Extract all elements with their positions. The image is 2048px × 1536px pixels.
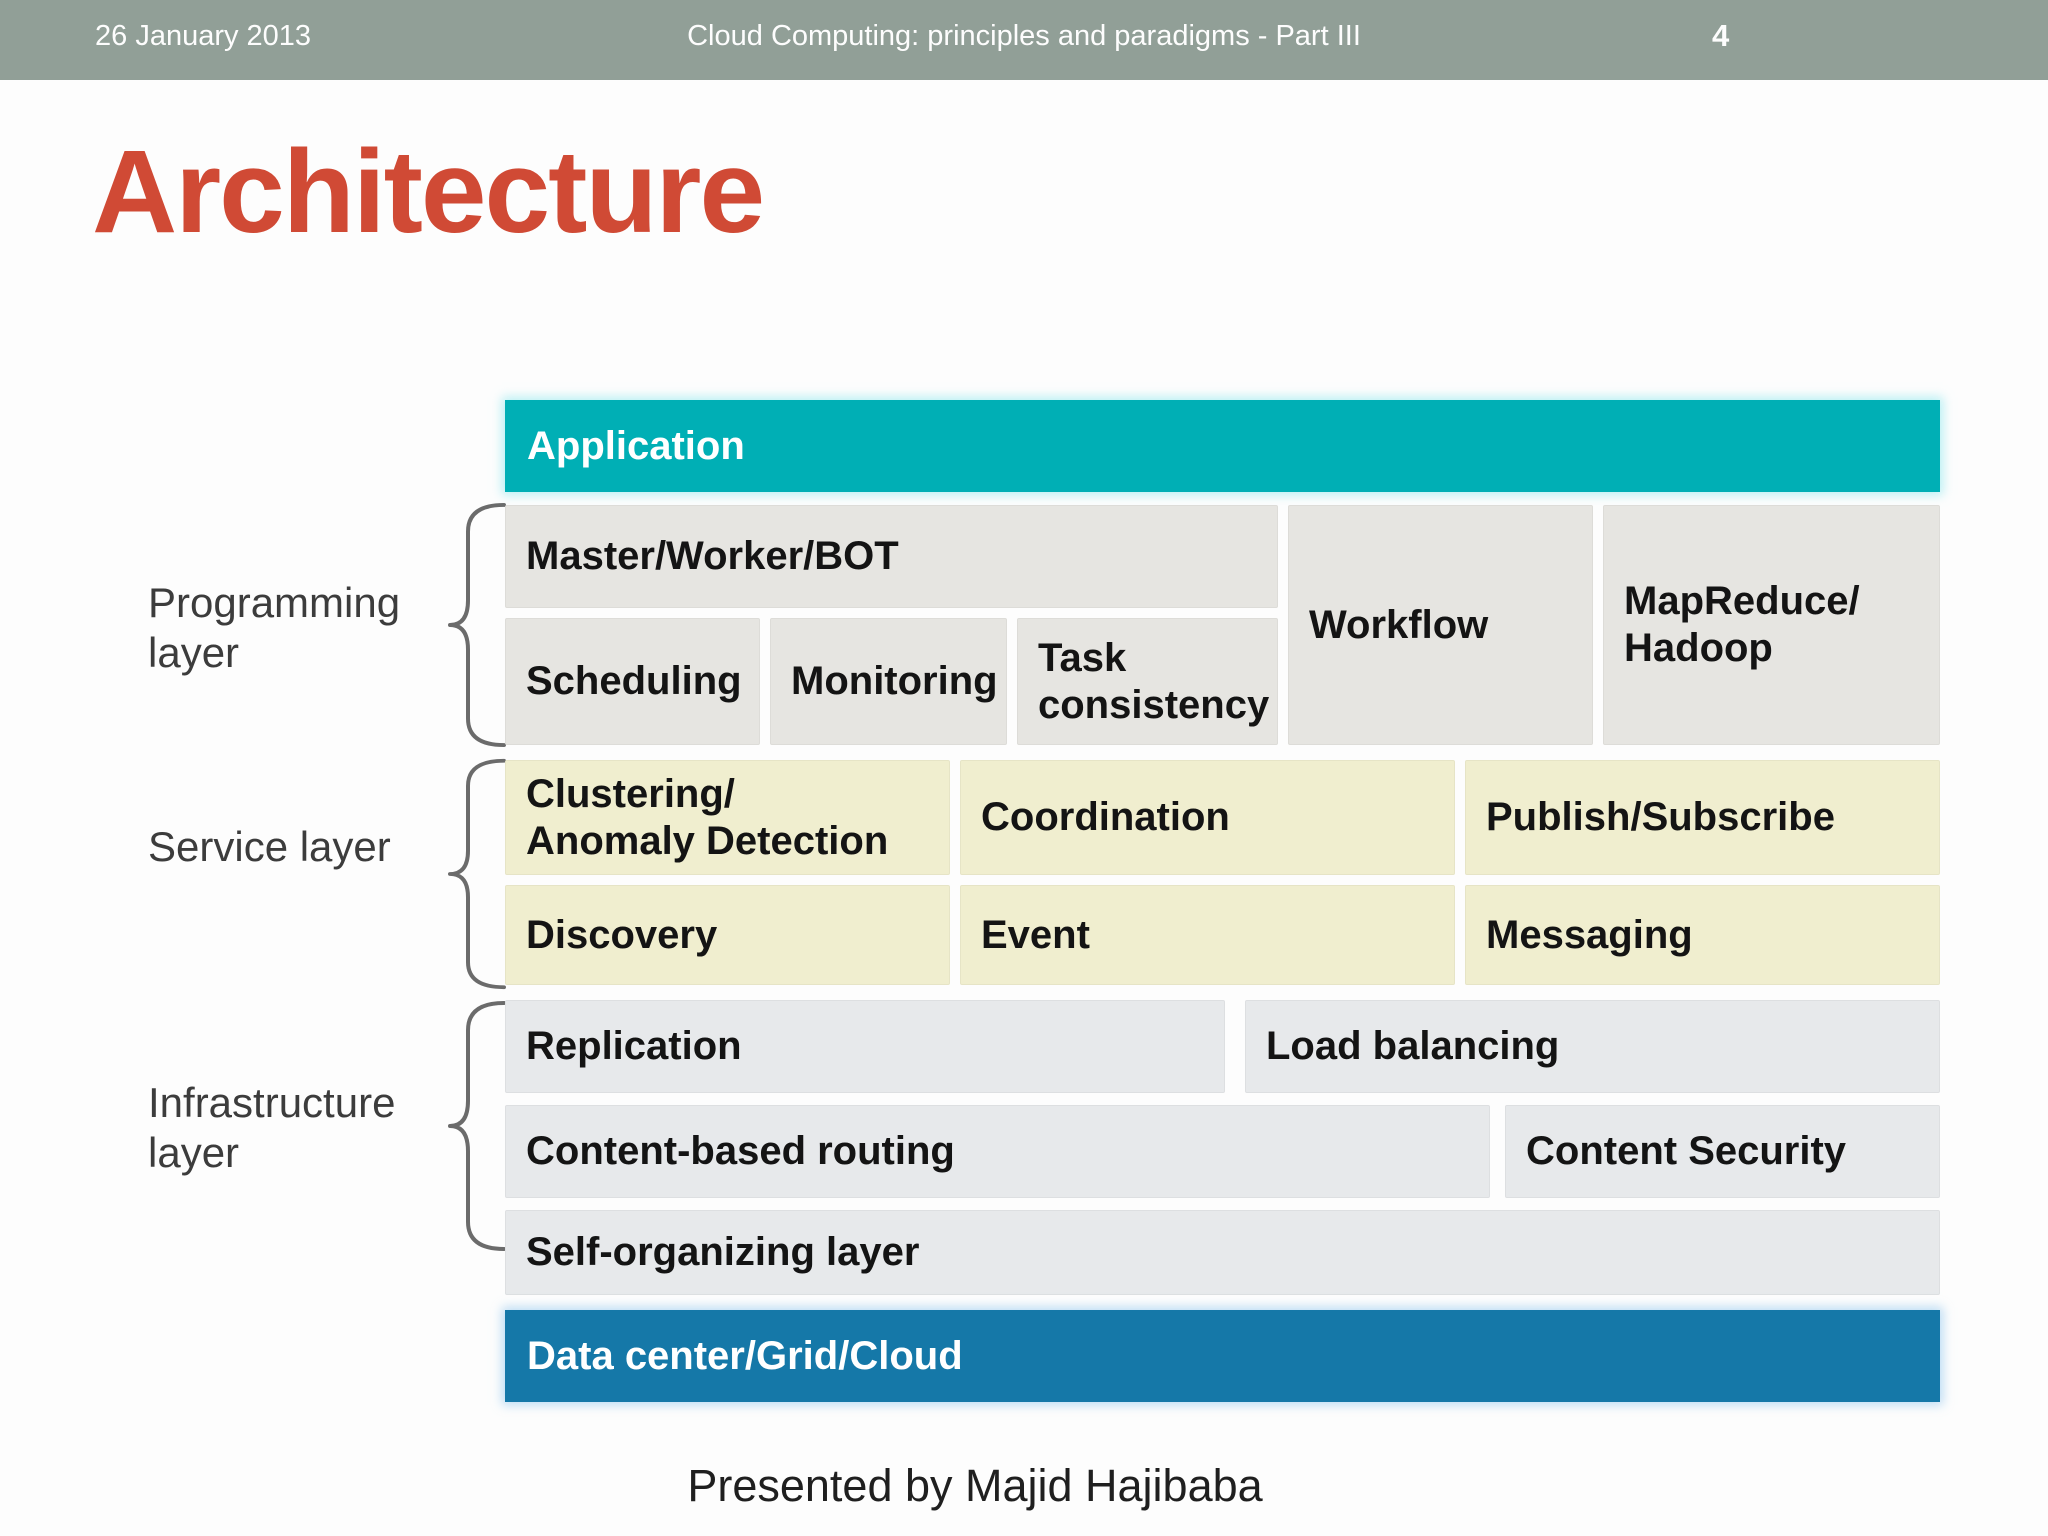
block-scheduling: Scheduling [505,618,760,745]
block-content-security: Content Security [1505,1105,1940,1198]
infrastructure-layer-label-line1: Infrastructure [148,1079,396,1126]
infrastructure-layer-brace-icon [446,1000,506,1252]
block-task-consistency: Task consistency [1017,618,1278,745]
header-date: 26 January 2013 [95,20,312,52]
programming-layer-brace-icon [446,502,506,748]
block-monitoring: Monitoring [770,618,1007,745]
block-content-based-routing: Content-based routing [505,1105,1490,1198]
block-event: Event [960,885,1455,985]
header-title: Cloud Computing: principles and paradigm… [687,20,1361,52]
block-publish-subscribe: Publish/Subscribe [1465,760,1940,875]
block-task-consistency-line1: Task [1038,635,1127,680]
block-discovery: Discovery [505,885,950,985]
block-self-organizing-layer: Self-organizing layer [505,1210,1940,1295]
infrastructure-layer-label: Infrastructure layer [148,1078,468,1178]
datacenter-bar: Data center/Grid/Cloud [505,1310,1940,1402]
block-clustering-line2: Anomaly Detection [526,818,889,863]
block-monitoring-label: Monitoring [791,659,998,703]
block-clustering-anomaly-detection: Clustering/ Anomaly Detection [505,760,950,875]
header-page-number: 4 [1712,18,1730,53]
block-task-consistency-line2: consistency [1038,682,1270,727]
block-coordination: Coordination [960,760,1455,875]
service-layer-label: Service layer [148,822,468,872]
block-master-worker-bot: Master/Worker/BOT [505,505,1278,608]
block-replication-label: Replication [526,1024,742,1068]
block-load-balancing-label: Load balancing [1266,1024,1560,1068]
service-layer-label-line1: Service layer [148,823,391,870]
block-coordination-label: Coordination [981,795,1230,839]
block-self-organizing-layer-label: Self-organizing layer [526,1230,920,1274]
block-workflow: Workflow [1288,505,1593,745]
programming-layer-label-line2: layer [148,629,240,676]
programming-layer-label: Programming layer [148,578,468,678]
block-messaging: Messaging [1465,885,1940,985]
block-load-balancing: Load balancing [1245,1000,1940,1093]
block-clustering-line1: Clustering/ [526,771,735,816]
block-mapreduce-hadoop-line2: Hadoop [1624,626,1773,670]
block-discovery-label: Discovery [526,912,718,957]
block-scheduling-label: Scheduling [526,659,742,703]
block-master-worker-bot-label: Master/Worker/BOT [526,534,899,578]
block-content-security-label: Content Security [1526,1129,1847,1173]
block-mapreduce-hadoop: MapReduce/ Hadoop [1603,505,1940,745]
architecture-diagram: Application Master/Worker/BOT Scheduling… [505,400,1940,1402]
presenter-credit: Presented by Majid Hajibaba [687,1460,1263,1511]
block-workflow-label: Workflow [1309,602,1489,647]
block-content-based-routing-label: Content-based routing [526,1129,955,1173]
slide-header-bar: 26 January 2013 Cloud Computing: princip… [0,0,2048,80]
block-messaging-label: Messaging [1486,912,1693,957]
block-mapreduce-hadoop-line1: MapReduce/ [1624,579,1860,623]
service-layer-brace-icon [446,758,506,990]
application-bar: Application [505,400,1940,492]
block-event-label: Event [981,912,1090,957]
programming-layer-label-line1: Programming [148,579,401,626]
slide-title: Architecture [92,126,765,258]
infrastructure-layer-label-line2: layer [148,1129,240,1176]
block-replication: Replication [505,1000,1225,1093]
block-publish-subscribe-label: Publish/Subscribe [1486,795,1835,839]
